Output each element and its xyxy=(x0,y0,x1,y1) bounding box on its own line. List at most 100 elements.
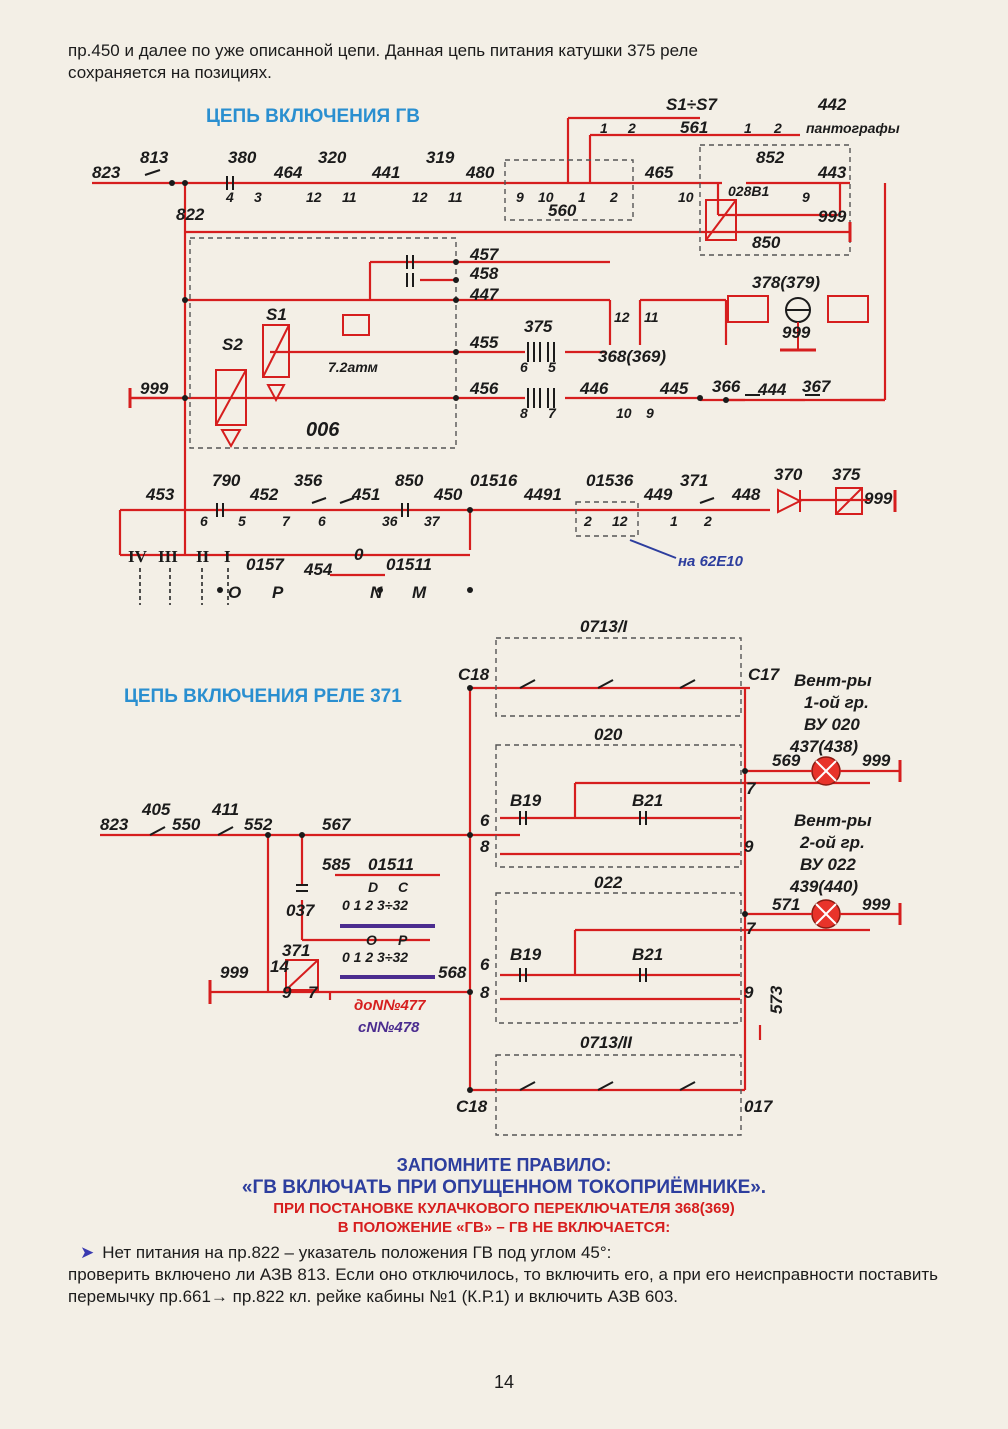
device-790: 790 xyxy=(212,471,241,490)
wire-449: 449 xyxy=(643,485,673,504)
svg-text:7: 7 xyxy=(746,919,757,938)
svg-text:11: 11 xyxy=(342,189,357,205)
svg-text:9: 9 xyxy=(744,837,754,856)
wire-568: 568 xyxy=(438,963,467,982)
device-380: 380 xyxy=(228,148,257,167)
diagram2-pins: 6 7 8 9 6 7 8 9 14 9 7 xyxy=(270,779,757,1002)
wire-453: 453 xyxy=(145,485,175,504)
intro-text: пр.450 и далее по уже описанной цепи. Да… xyxy=(68,40,938,84)
svg-text:6: 6 xyxy=(520,359,528,375)
diagram1-title: ЦЕПЬ ВКЛЮЧЕНИЯ ГВ xyxy=(206,106,420,127)
device-813: 813 xyxy=(140,148,169,167)
svg-text:5: 5 xyxy=(548,359,556,375)
device-371: 371 xyxy=(680,471,708,490)
svg-text:12: 12 xyxy=(306,189,322,205)
svg-text:10: 10 xyxy=(678,189,694,205)
wire-445: 445 xyxy=(659,379,689,398)
vent-group-2-line1: Вент-ры xyxy=(794,811,872,830)
diagram2-contacts xyxy=(149,679,696,1091)
coil-371 xyxy=(285,959,319,991)
device-439-440: 439(440) xyxy=(789,877,858,896)
contact-015-16: 01516 xyxy=(470,471,518,490)
roman-iii: III xyxy=(158,547,178,566)
contact-b19-b: В19 xyxy=(510,945,542,964)
ground-999-f: 999 xyxy=(862,895,891,914)
wire-442: 442 xyxy=(817,95,847,114)
wire-465: 465 xyxy=(644,163,674,182)
valve-s1-icon xyxy=(266,384,286,403)
device-850-b: 850 xyxy=(395,471,424,490)
coil-850-slash xyxy=(705,199,737,241)
coil-371-slash xyxy=(285,959,319,991)
vent-group-2-line3: ВУ 022 xyxy=(800,855,856,874)
wire-457: 457 xyxy=(469,245,500,264)
position-p-2: Р xyxy=(398,932,408,948)
device-561: 561 xyxy=(680,118,708,137)
device-s1-s7: S1÷S7 xyxy=(666,95,718,114)
device-375-b: 375 xyxy=(832,465,861,484)
svg-text:12: 12 xyxy=(612,513,628,529)
intro-line-1: пр.450 и далее по уже описанной цепи. Да… xyxy=(68,41,698,60)
wire-455: 455 xyxy=(469,333,499,352)
wire-823: 823 xyxy=(92,163,121,182)
device-037: 037 xyxy=(286,901,316,920)
wire-573: 573 xyxy=(767,985,786,1014)
wire-480: 480 xyxy=(465,163,495,182)
valve-s2-icon xyxy=(220,429,242,449)
wire-571: 571 xyxy=(772,895,800,914)
roman-ii: II xyxy=(196,547,210,566)
svg-text:6: 6 xyxy=(480,811,490,830)
wire-552: 552 xyxy=(244,815,273,834)
svg-text:1: 1 xyxy=(578,189,586,205)
note-from-478: сN№478 xyxy=(358,1019,420,1036)
svg-text:11: 11 xyxy=(644,309,659,325)
svg-text:2: 2 xyxy=(609,189,618,205)
rule-main: «ГВ ВКЛЮЧАТЬ ПРИ ОПУЩЕННОМ ТОКОПРИЁМНИКЕ… xyxy=(241,1177,767,1198)
coil-s2-slash xyxy=(215,369,247,426)
diagram1-wires xyxy=(92,116,887,577)
footer-body: проверить включено ли АЗВ 813. Если оно … xyxy=(68,1265,938,1306)
footer-bullet-text: Нет питания на пр.822 – указатель положе… xyxy=(102,1243,612,1262)
lamp-437-icon xyxy=(811,756,841,786)
svg-text:1: 1 xyxy=(744,120,752,136)
svg-text:3: 3 xyxy=(254,189,262,205)
device-852: 852 xyxy=(756,148,785,167)
wire-550: 550 xyxy=(172,815,201,834)
svg-text:9: 9 xyxy=(802,189,810,205)
contact-b19-a: В19 xyxy=(510,791,542,810)
coil-s1 xyxy=(262,324,290,378)
rule-warning-1: ПРИ ПОСТАНОВКЕ КУЛАЧКОВОГО ПЕРЕКЛЮЧАТЕЛЯ… xyxy=(273,1200,735,1217)
device-071-3-i: 0713/I xyxy=(580,617,629,636)
diagram1-dashed-boxes xyxy=(189,144,851,537)
wire-c18-b: С18 xyxy=(456,1097,488,1116)
switch-scale-1: 0 1 2 3÷32 xyxy=(342,897,408,913)
vent-group-1-line1: Вент-ры xyxy=(794,671,872,690)
ground-999-g: 999 xyxy=(220,963,249,982)
rule-warning-2: В ПОЛОЖЕНИЕ «ГВ» – ГВ НЕ ВКЛЮЧАЕТСЯ: xyxy=(337,1219,671,1236)
roman-i: I xyxy=(224,547,231,566)
coil-378-left xyxy=(727,295,769,323)
svg-text:10: 10 xyxy=(538,189,554,205)
wire-444: 444 xyxy=(757,380,787,399)
device-560: 560 xyxy=(548,201,577,220)
svg-text:9: 9 xyxy=(282,983,292,1002)
wire-447: 447 xyxy=(469,285,500,304)
device-020: 020 xyxy=(594,725,623,744)
wire-456: 456 xyxy=(469,379,499,398)
device-367: 367 xyxy=(802,377,832,396)
device-s1: S1 xyxy=(266,305,287,324)
wire-017: 017 xyxy=(744,1097,774,1116)
wire-448: 448 xyxy=(731,485,761,504)
svg-text:36: 36 xyxy=(382,513,398,529)
svg-text:10: 10 xyxy=(616,405,632,421)
wire-585: 585 xyxy=(322,855,351,874)
coil-s2 xyxy=(215,369,247,426)
svg-text:7: 7 xyxy=(746,779,757,798)
coil-375 xyxy=(835,487,863,515)
svg-text:1: 1 xyxy=(600,120,608,136)
pressure-label: 7.2атм xyxy=(328,359,379,375)
svg-text:6: 6 xyxy=(480,955,490,974)
device-071-3-ii: 0713/II xyxy=(580,1033,633,1052)
wire-823-b: 823 xyxy=(100,815,129,834)
